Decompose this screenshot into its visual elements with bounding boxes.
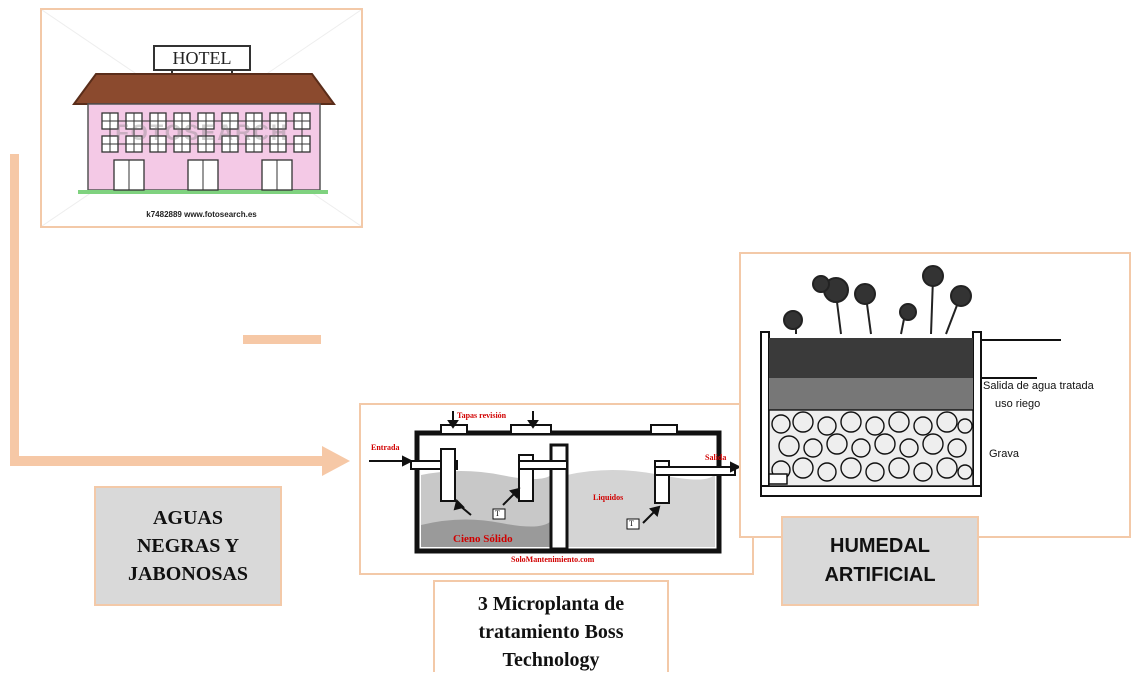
humedal-line-2: ARTIFICIAL — [824, 564, 936, 586]
box-aguas: AGUAS NEGRAS Y JABONOSAS — [94, 486, 282, 606]
label-credit: SoloMantenimiento.com — [511, 555, 595, 564]
window-crossbars — [102, 113, 310, 152]
flow-arrows — [369, 411, 742, 524]
tank-diagram: Tapas revisión Entrada Salida Liquidos C… — [359, 403, 754, 575]
dash-mark — [243, 335, 321, 344]
label-liquids: Liquidos — [593, 493, 624, 502]
hotel-image: HOTEL FOTOSEARCH k7482889 www.fotosearch… — [40, 8, 363, 228]
micro-line-2: tratamiento Boss — [478, 621, 624, 643]
watermark: FOTOSEARCH — [115, 120, 289, 145]
box-microplanta: 3 Microplanta de tratamiento Boss Techno… — [433, 580, 669, 672]
micro-line-1: 3 Microplanta de — [477, 593, 625, 615]
label-outlet: Salida — [705, 453, 727, 462]
gravel-layer — [768, 409, 974, 487]
humedal-line-1: HUMEDAL — [830, 535, 930, 557]
plants — [783, 265, 972, 335]
label-irrigation: uso riego — [995, 398, 1041, 410]
label-gravel: Grava — [989, 448, 1019, 460]
label-t2: T — [629, 519, 634, 528]
label-treated-water: Salida de agua tratada — [983, 380, 1094, 392]
micro-line-3: Technology — [502, 649, 600, 671]
label-sludge: Cieno Sólido — [453, 533, 513, 545]
hotel-caption: k7482889 www.fotosearch.es — [146, 210, 257, 219]
aguas-line-1: AGUAS — [152, 507, 223, 529]
label-covers: Tapas revisión — [457, 411, 507, 420]
label-inlet: Entrada — [371, 443, 400, 452]
label-t1: T — [495, 509, 500, 518]
aguas-line-3: JABONOSAS — [127, 563, 249, 585]
wetland-diagram: Salida de agua tratada uso riego Grava — [739, 252, 1131, 538]
box-humedal: HUMEDAL ARTIFICIAL — [781, 516, 979, 606]
hotel-sign: HOTEL — [172, 48, 232, 68]
aguas-line-2: NEGRAS Y — [136, 535, 240, 557]
